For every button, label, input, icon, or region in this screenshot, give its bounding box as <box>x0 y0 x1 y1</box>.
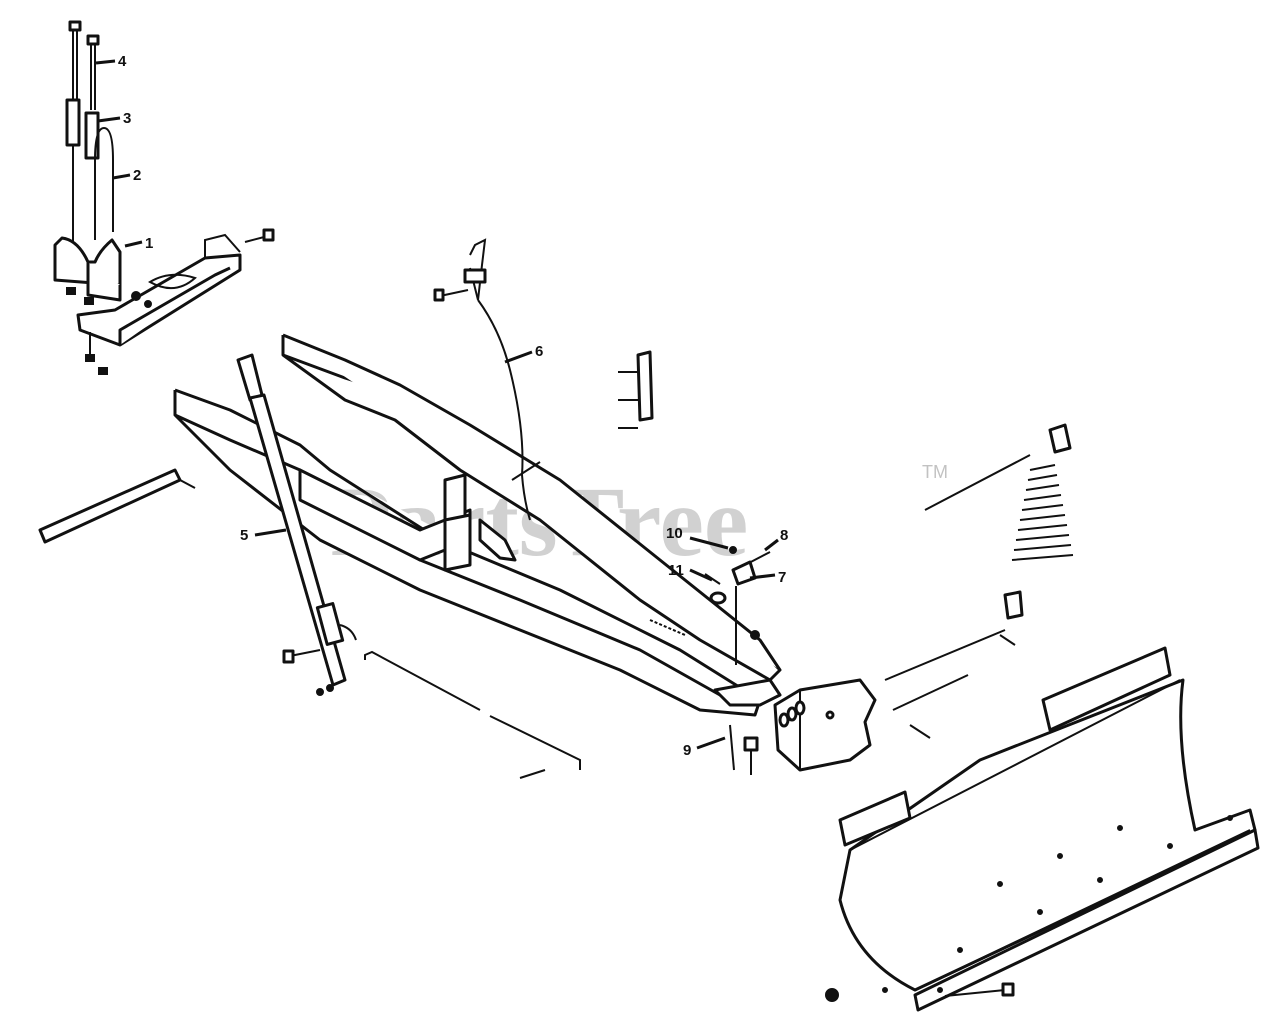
callout-label: 5 <box>240 527 248 544</box>
callout-label: 10 <box>666 525 683 542</box>
callout-4: 4 <box>95 53 127 70</box>
callout-label: 7 <box>778 569 786 586</box>
lift-lever <box>236 353 357 696</box>
callout-11: 11 <box>668 562 713 582</box>
callout-1: 1 <box>124 235 153 252</box>
callout-3: 3 <box>97 110 131 127</box>
pivot-bracket <box>773 678 877 772</box>
cable <box>433 238 541 521</box>
callout-label: 9 <box>683 742 691 759</box>
callout-label: 11 <box>668 562 684 579</box>
callout-7: 7 <box>749 569 786 586</box>
spring-assembly <box>884 423 1074 739</box>
callout-label: 8 <box>780 527 788 544</box>
callout-label: 4 <box>118 53 127 70</box>
callout-label: 6 <box>535 343 543 360</box>
callout-label: 3 <box>123 110 131 127</box>
slotted-bracket <box>618 350 654 429</box>
callout-8: 8 <box>764 527 788 552</box>
callout-9: 9 <box>683 736 726 759</box>
callout-label: 1 <box>145 235 153 252</box>
a-frame <box>173 333 782 717</box>
callouts: 1 2 3 4 5 6 7 8 <box>95 53 788 759</box>
side-rod <box>38 468 196 544</box>
callout-label: 2 <box>133 167 141 184</box>
plow-blade <box>825 646 1260 1012</box>
pivot-bolt <box>729 724 759 775</box>
mount-bracket-assembly <box>53 20 275 375</box>
callout-10: 10 <box>666 525 729 550</box>
callout-5: 5 <box>240 527 287 544</box>
push-rod <box>364 650 581 779</box>
watermark-trademark: TM <box>922 462 948 482</box>
callout-2: 2 <box>112 167 141 184</box>
callout-6: 6 <box>504 343 543 364</box>
